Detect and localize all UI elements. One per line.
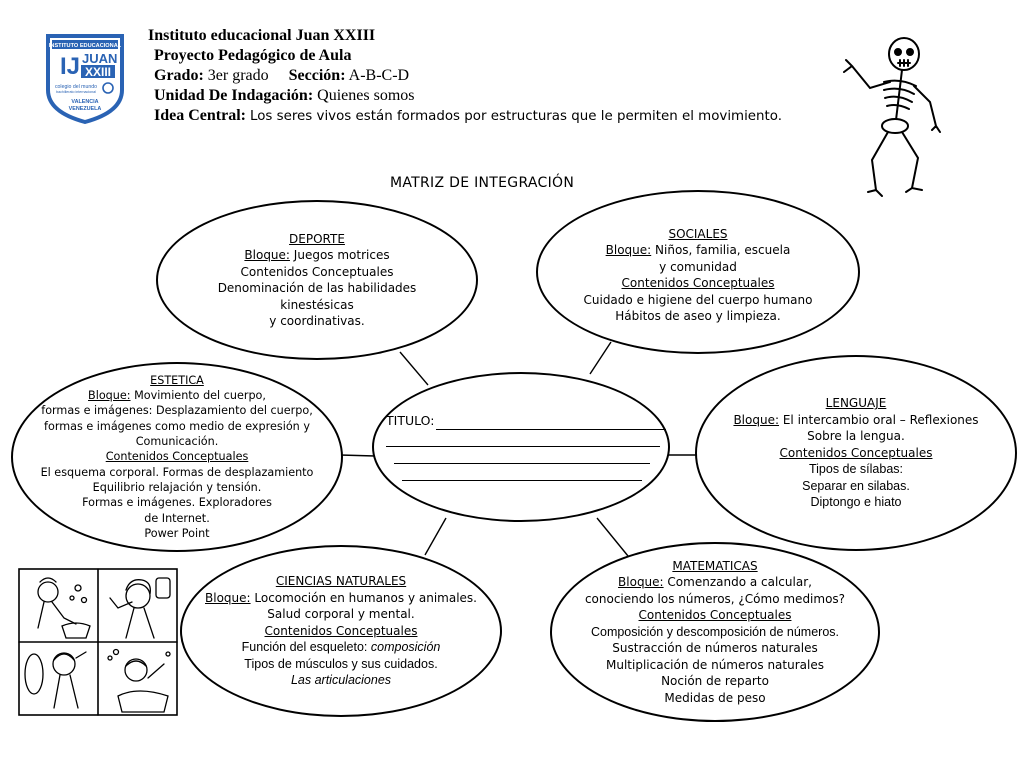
lenguaje-bloque-cont: Sobre la lengua. — [807, 428, 905, 445]
titulo-row: TITULO: — [386, 413, 666, 430]
bubble-estetica: ESTETICA Bloque: Movimiento del cuerpo, … — [11, 362, 343, 552]
estetica-line: formas e imágenes: Desplazamiento del cu… — [41, 403, 313, 418]
deporte-title: DEPORTE — [289, 231, 345, 248]
lenguaje-line: Separar en silabas. — [802, 478, 910, 495]
estetica-line: formas e imágenes como medio de expresió… — [44, 419, 310, 434]
sociales-contenidos: Contenidos Conceptuales — [622, 275, 775, 292]
sociales-line: Hábitos de aseo y limpieza. — [615, 308, 780, 325]
bubble-center-title: TITULO: — [372, 372, 670, 522]
bubble-ciencias-naturales: CIENCIAS NATURALES Bloque: Locomoción en… — [180, 545, 502, 717]
ciencias-line: Tipos de músculos y sus cuidados. — [244, 656, 437, 673]
sociales-line: Cuidado e higiene del cuerpo humano — [584, 292, 813, 309]
lenguaje-line: Tipos de sílabas: — [809, 461, 903, 478]
estetica-line: Comunicación. — [136, 434, 219, 449]
bubble-deporte: DEPORTE Bloque: Juegos motrices Contenid… — [156, 200, 478, 360]
ciencias-bloque-cont: Salud corporal y mental. — [267, 606, 414, 623]
ciencias-bloque: Bloque: Locomoción en humanos y animales… — [205, 590, 477, 607]
deporte-contenidos: Contenidos Conceptuales — [241, 264, 394, 281]
matematicas-line: Noción de reparto — [661, 673, 769, 690]
lenguaje-contenidos: Contenidos Conceptuales — [780, 445, 933, 462]
titulo-label: TITULO: — [386, 413, 434, 430]
title-blank-line — [436, 415, 666, 430]
matematicas-title: MATEMATICAS — [672, 558, 757, 575]
matematicas-line: Medidas de peso — [664, 690, 765, 707]
estetica-line: Power Point — [144, 526, 209, 541]
estetica-bloque: Bloque: Movimiento del cuerpo, — [88, 388, 266, 403]
deporte-line: Denominación de las habilidades — [218, 280, 417, 297]
ciencias-contenidos: Contenidos Conceptuales — [265, 623, 418, 640]
sociales-title: SOCIALES — [668, 226, 727, 243]
estetica-line: Equilibrio relajación y tensión. — [93, 480, 262, 495]
deporte-line: kinestésicas — [280, 297, 353, 314]
lenguaje-line: Diptongo e hiato — [810, 494, 901, 511]
deporte-bloque: Bloque: Juegos motrices — [244, 247, 389, 264]
bubble-matematicas: MATEMATICAS Bloque: Comenzando a calcula… — [550, 542, 880, 722]
estetica-contenidos: Contenidos Conceptuales — [106, 449, 249, 464]
matematicas-contenidos: Contenidos Conceptuales — [639, 607, 792, 624]
estetica-title: ESTETICA — [150, 373, 204, 388]
estetica-line: Formas e imágenes. Exploradores — [82, 495, 272, 510]
sociales-bloque: Bloque: Niños, familia, escuela — [606, 242, 791, 259]
lenguaje-title: LENGUAJE — [826, 395, 887, 412]
matematicas-bloque-cont: conociendo los números, ¿Cómo medimos? — [585, 591, 845, 608]
bubble-lenguaje: LENGUAJE Bloque: El intercambio oral – R… — [695, 355, 1017, 551]
matematicas-line: Multiplicación de números naturales — [606, 657, 824, 674]
titulo-block: TITULO: — [386, 413, 666, 481]
matematicas-bloque: Bloque: Comenzando a calcular, — [618, 574, 812, 591]
bubble-sociales: SOCIALES Bloque: Niños, familia, escuela… — [536, 190, 860, 354]
matematicas-line: Composición y descomposición de números. — [591, 624, 839, 641]
estetica-line: de Internet. — [144, 511, 210, 526]
estetica-line: El esquema corporal. Formas de desplazam… — [41, 465, 314, 480]
matematicas-line: Sustracción de números naturales — [612, 640, 817, 657]
sociales-bloque-cont: y comunidad — [659, 259, 737, 276]
deporte-line: y coordinativas. — [269, 313, 364, 330]
hygiene-cartoon-illustration — [18, 568, 178, 716]
ciencias-line: Las articulaciones — [291, 672, 391, 689]
ciencias-line: Función del esqueleto: composición — [242, 639, 441, 656]
lenguaje-bloque: Bloque: El intercambio oral – Reflexione… — [733, 412, 978, 429]
title-blank-line — [402, 466, 642, 481]
title-blank-line — [386, 432, 660, 447]
ciencias-title: CIENCIAS NATURALES — [276, 573, 406, 590]
title-blank-line — [394, 449, 650, 464]
